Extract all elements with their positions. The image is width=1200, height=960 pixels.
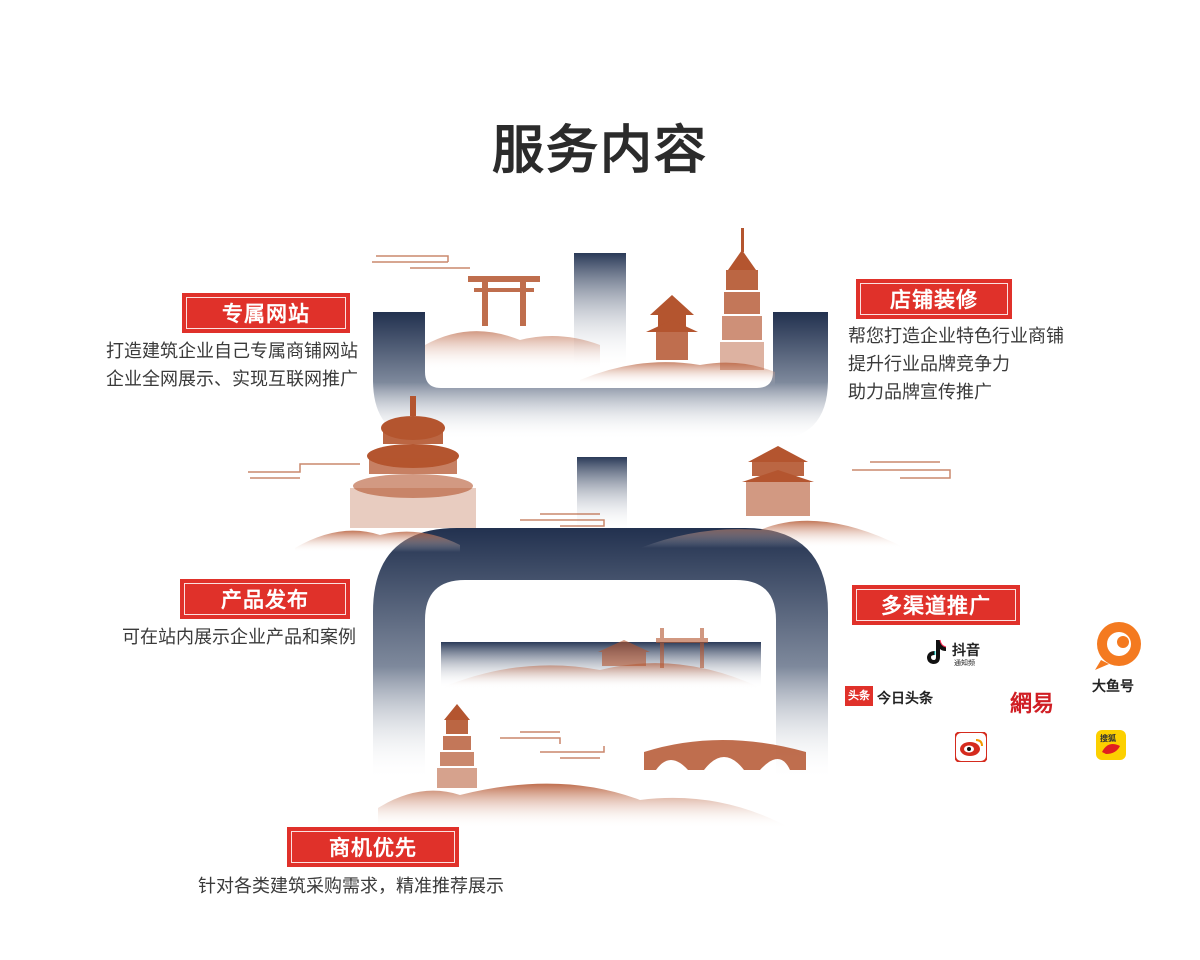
service-tag-website: 专属网站 — [182, 293, 350, 333]
toutiao-logo: 头条 今日头条 — [845, 686, 945, 710]
page-title: 服务内容 — [491, 121, 708, 181]
service-desc-website: 打造建筑企业自己专属商铺网站 企业全网展示、实现互联网推广 — [106, 341, 358, 390]
service-desc-decoration: 帮您打造企业特色行业商铺 提升行业品牌竞争力 助力品牌宣传推广 — [848, 326, 1064, 403]
weibo-logo — [954, 731, 988, 766]
netease-logo: 網易 — [1010, 691, 1055, 717]
douyin-icon — [927, 639, 947, 664]
service-desc-opportunity: 针对各类建筑采购需求，精准推荐展示 — [198, 876, 504, 897]
service-tag-promotion: 多渠道推广 — [852, 585, 1020, 625]
sohu-logo: 搜狐 — [1096, 730, 1126, 760]
weibo-icon — [954, 731, 988, 763]
service-tag-decoration: 店铺装修 — [856, 279, 1012, 319]
service-desc-product: 可在站内展示企业产品和案例 — [122, 627, 356, 648]
service-tag-opportunity: 商机优先 — [287, 827, 459, 867]
dayu-logo: 大鱼号 — [1090, 620, 1146, 695]
douyin-logo: 抖音 通知频 — [924, 638, 994, 668]
dayu-fish-icon — [1095, 622, 1141, 670]
sohu-fox-icon — [1102, 744, 1120, 754]
service-tag-product: 产品发布 — [180, 579, 350, 619]
